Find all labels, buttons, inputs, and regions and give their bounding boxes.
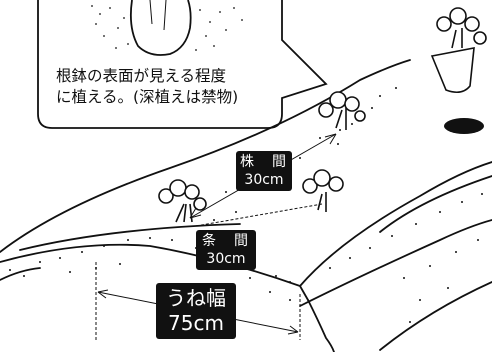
bed-width-label: うね幅 75cm — [156, 283, 236, 339]
row-spacing-label: 条 間 30cm — [196, 230, 256, 270]
bed-outline — [0, 59, 492, 352]
plant-front-row-2 — [302, 169, 344, 212]
row-spacing-value: 30cm — [206, 251, 246, 267]
callout-line-1: 根鉢の表面が見える程度 — [56, 67, 227, 85]
soil-dots-callout — [91, 5, 243, 51]
plant-front-row — [158, 179, 207, 223]
potted-seedling — [430, 7, 487, 94]
callout-box — [37, 0, 328, 129]
plant-spacing-value: 30cm — [244, 172, 284, 188]
plant-spacing-title: 株 間 — [240, 154, 288, 170]
row-spacing-title: 条 間 — [202, 233, 250, 249]
bed-width-value: 75cm — [168, 311, 224, 335]
plant-spacing-label: 株 間 30cm — [236, 151, 292, 191]
callout-line-2: に植える。(深植えは禁物) — [56, 88, 239, 106]
bed-width-title: うね幅 — [166, 286, 226, 310]
plant-back-row — [318, 91, 366, 130]
root-ball-illustration — [129, 0, 192, 56]
planting-hole — [444, 118, 484, 134]
callout-text: 根鉢の表面が見える程度 に植える。(深植えは禁物) — [56, 66, 276, 108]
